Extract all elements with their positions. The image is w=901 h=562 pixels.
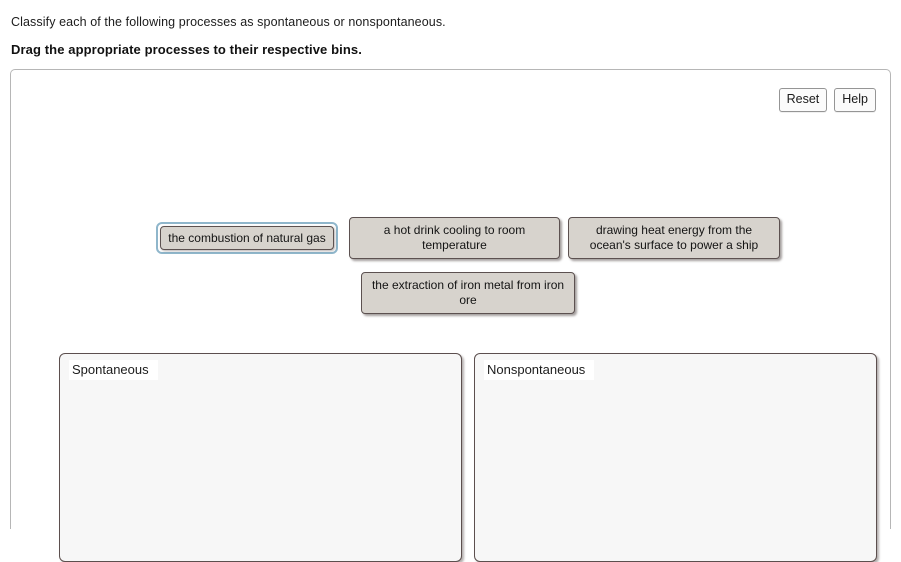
bin-spontaneous-label: Spontaneous — [69, 360, 158, 380]
bin-nonspontaneous-label: Nonspontaneous — [484, 360, 595, 380]
drag-item-label: drawing heat energy from the ocean's sur… — [589, 223, 759, 252]
drag-item-label: the extraction of iron metal from iron o… — [371, 278, 565, 307]
drag-item-iron-extraction[interactable]: the extraction of iron metal from iron o… — [361, 272, 575, 314]
draggable-items-area: the combustion of natural gas a hot drin… — [11, 70, 890, 529]
instructions-block: Classify each of the following processes… — [11, 14, 881, 58]
bin-spontaneous[interactable]: Spontaneous — [59, 353, 462, 562]
drag-item-ocean-heat[interactable]: drawing heat energy from the ocean's sur… — [568, 217, 780, 259]
drag-item-combustion-selection-ring[interactable]: the combustion of natural gas — [156, 222, 338, 254]
help-button[interactable]: Help — [834, 88, 876, 112]
reset-button[interactable]: Reset — [778, 88, 828, 112]
panel-toolbar: Reset Help — [778, 88, 876, 112]
bin-nonspontaneous[interactable]: Nonspontaneous — [474, 353, 877, 562]
drag-item-combustion[interactable]: the combustion of natural gas — [160, 226, 334, 250]
drag-item-label: a hot drink cooling to room temperature — [383, 223, 526, 252]
activity-panel: Reset Help the combustion of natural gas… — [10, 69, 891, 562]
question-text: Classify each of the following processes… — [11, 15, 446, 29]
drag-prompt-text: Drag the appropriate processes to their … — [11, 42, 362, 57]
drag-item-label: the combustion of natural gas — [168, 230, 326, 245]
drag-item-hot-drink[interactable]: a hot drink cooling to room temperature — [349, 217, 560, 259]
